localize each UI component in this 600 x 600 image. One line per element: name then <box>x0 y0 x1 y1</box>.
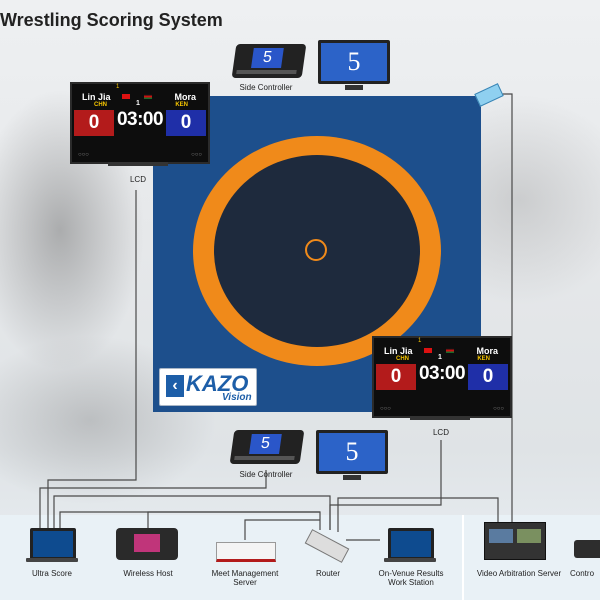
left-wrestler-name: Lin Jia <box>82 92 111 102</box>
meet-server-label: Meet Management Server <box>211 569 279 587</box>
kenya-flag-icon <box>446 348 454 353</box>
scoreboard-bottom-mark: 1 <box>418 338 422 344</box>
side-monitor-value: 5 <box>345 437 359 466</box>
kazo-logo-mark: ‹ <box>166 375 184 397</box>
monitor-foot <box>343 475 361 480</box>
china-flag-icon <box>424 348 432 353</box>
left-country: CHN <box>94 102 107 108</box>
side-controller-base <box>236 70 297 74</box>
video-server-label: Video Arbitration Server <box>476 569 562 578</box>
right-wrestler-name: Mora <box>174 92 196 102</box>
wire-router-host <box>147 511 320 528</box>
period-number: 1 <box>136 100 140 107</box>
right-wrestler-name: Mora <box>476 346 498 356</box>
wire-ultra-extra <box>53 495 331 530</box>
meet-server-icon <box>216 542 276 562</box>
side-controller-screen: 5 <box>251 48 284 68</box>
left-score: 0 <box>376 364 416 390</box>
right-score: 0 <box>166 110 206 136</box>
router-label: Router <box>315 569 340 578</box>
left-country: CHN <box>396 356 409 362</box>
right-indicator-dots: ○○○ <box>191 152 202 158</box>
side-controller-base <box>234 456 295 460</box>
video-screen-2 <box>517 529 541 543</box>
side-controller-top: 5 <box>231 44 307 78</box>
right-indicator-dots: ○○○ <box>493 406 504 412</box>
host-pad <box>134 534 160 552</box>
side-controller-label-top: Side Controller <box>239 83 293 92</box>
scoreboard-top: 1 Lin Jia Mora 1 CHN KEN 0 03:00 0 ○○○ ○… <box>70 82 210 164</box>
scoreboard-bottom-stand <box>410 416 470 420</box>
side-monitor-bottom: 5 <box>316 430 388 480</box>
side-monitor-value: 5 <box>347 47 361 76</box>
wire-lcd-top <box>47 190 137 528</box>
right-country: KEN <box>477 356 490 362</box>
left-score: 0 <box>74 110 114 136</box>
scoreboard-top-stand <box>108 162 168 166</box>
laptop-base <box>26 558 78 562</box>
control-keypad-icon <box>574 540 600 558</box>
match-clock: 03:00 <box>116 109 164 130</box>
results-station-laptop-icon <box>388 528 434 560</box>
page-title: Wrestling Scoring System <box>0 10 223 30</box>
mat-center-circle <box>305 239 327 261</box>
period-number: 1 <box>438 354 442 361</box>
kenya-flag-icon <box>144 94 152 99</box>
video-screen-1 <box>489 529 513 543</box>
wire-side-controller <box>39 470 267 528</box>
right-score: 0 <box>468 364 508 390</box>
kazo-logo: ‹ KAZO Vision <box>159 368 257 406</box>
video-server-icon <box>484 522 546 560</box>
wireless-host-label: Wireless Host <box>123 569 173 578</box>
side-controller-screen: 5 <box>249 434 282 454</box>
scoreboard-top-mark: 1 <box>116 84 120 90</box>
match-clock: 03:00 <box>418 363 466 384</box>
side-controller-bottom: 5 <box>229 430 305 464</box>
scoreboard-bottom: 1 Lin Jia Mora 1 CHN KEN 0 03:00 0 ○○○ ○… <box>372 336 512 418</box>
kazo-logo-sub: Vision <box>222 392 252 403</box>
wire-router-right <box>337 497 499 532</box>
wire-router-server <box>244 519 320 540</box>
wire-router-left <box>59 511 321 530</box>
lcd-label-bottom: LCD <box>432 428 449 437</box>
strip-separator <box>462 515 464 600</box>
wire-camera <box>498 93 513 522</box>
results-station-label: On-Venue Results Work Station <box>378 569 444 587</box>
control-label: Contro <box>570 569 595 578</box>
kazo-logo-text: KAZO <box>186 371 249 396</box>
left-wrestler-name: Lin Jia <box>384 346 413 356</box>
side-monitor-top: 5 <box>318 40 390 90</box>
side-controller-label-bottom: Side Controller <box>239 470 293 479</box>
laptop-base <box>384 558 436 562</box>
lcd-label-top: LCD <box>129 175 146 184</box>
monitor-foot <box>345 85 363 90</box>
left-indicator-dots: ○○○ <box>380 406 391 412</box>
china-flag-icon <box>122 94 130 99</box>
right-country: KEN <box>175 102 188 108</box>
wireless-host-icon <box>116 528 178 560</box>
ultra-score-laptop-icon <box>30 528 76 560</box>
ultra-score-label: Ultra Score <box>31 569 72 578</box>
left-indicator-dots: ○○○ <box>78 152 89 158</box>
